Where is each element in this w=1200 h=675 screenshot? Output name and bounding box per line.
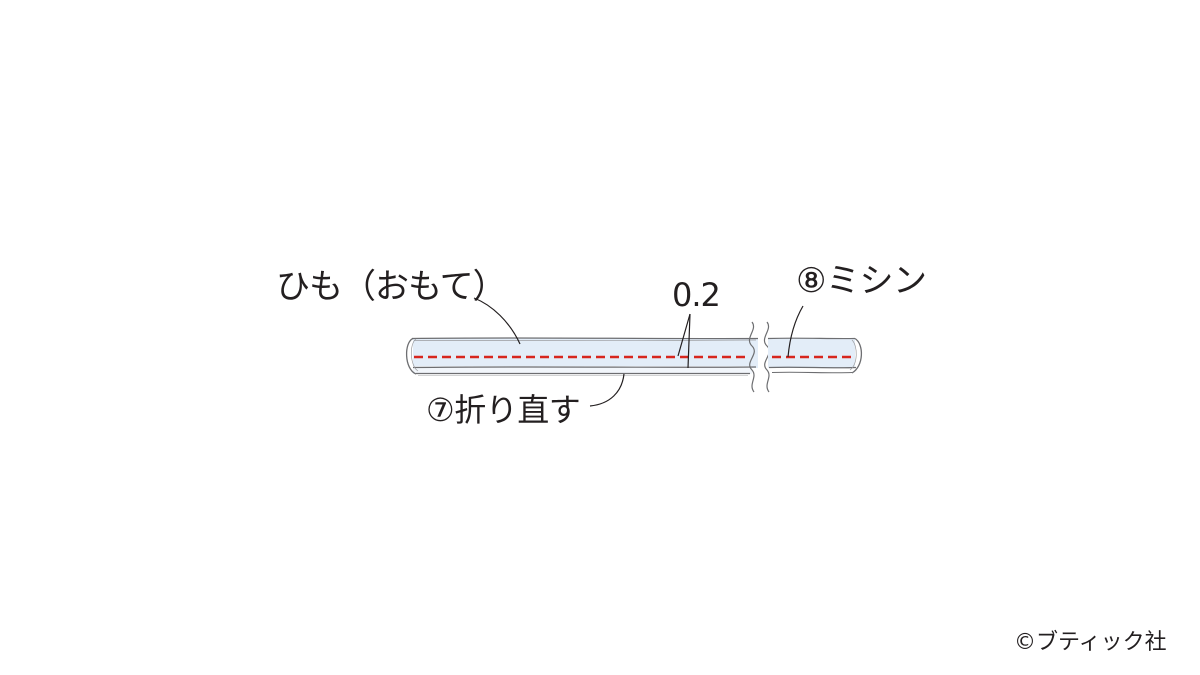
strap-top-layer-right <box>768 338 855 368</box>
leader-stitch <box>787 305 804 358</box>
publisher-credit: ©ブティック社 <box>1014 630 1167 655</box>
leader-fold <box>589 373 625 407</box>
strap-segment-left <box>405 337 759 377</box>
fold-label: ⑦折り直す <box>426 391 581 429</box>
leader-strap <box>473 297 521 345</box>
dimension-label: 0.2 <box>672 276 721 314</box>
stitch-label: ⑧ミシン <box>796 261 927 301</box>
strap-segment-right <box>767 337 863 374</box>
leader-dimension-lower <box>687 313 691 369</box>
strap-label: ひも（おもて） <box>276 267 507 307</box>
break-mark <box>748 321 770 393</box>
strap-bottom-layer-left <box>413 366 752 374</box>
strap-top-layer-left <box>413 338 758 368</box>
leader-dimension-upper <box>677 313 691 357</box>
leader-line <box>473 297 804 407</box>
